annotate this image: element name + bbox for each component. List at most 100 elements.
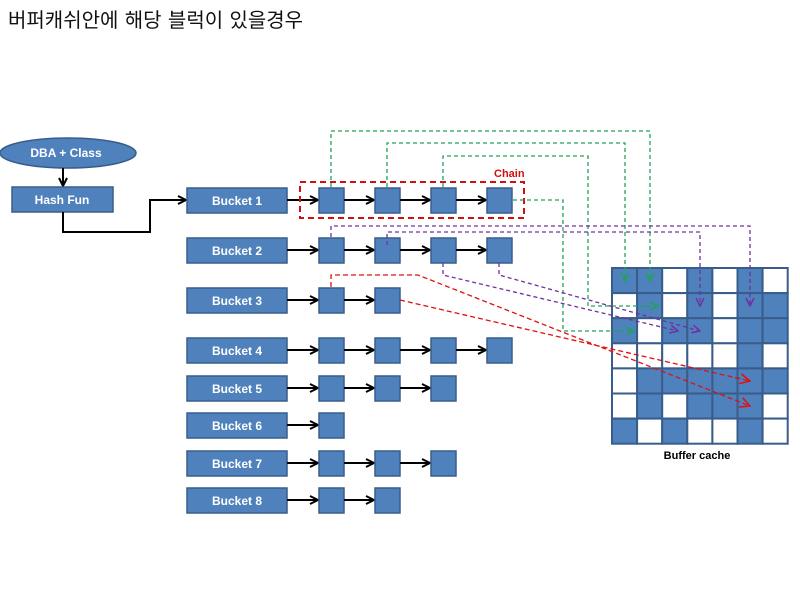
- bucket-label: Bucket 3: [212, 294, 262, 308]
- link-b2-n1: [330, 225, 750, 306]
- block-node: [318, 337, 345, 364]
- block-node: [374, 287, 401, 314]
- bucket-label: Bucket 2: [212, 244, 262, 258]
- buffer-cell-used: [761, 317, 789, 345]
- buffer-cell-used: [636, 267, 664, 295]
- buffer-cell-used: [686, 392, 714, 420]
- bucket-label: Bucket 1: [212, 194, 262, 208]
- block-node: [318, 450, 345, 477]
- bucket-label: Bucket 8: [212, 494, 262, 508]
- page-title: 버퍼캐쉬안에 해당 블럭이 있을경우: [8, 8, 304, 32]
- link-b2-n2: [386, 231, 700, 306]
- bucket-row: Bucket 2: [186, 237, 513, 264]
- bucket-row: Bucket 7: [186, 450, 457, 477]
- buffer-cell-free: [711, 342, 739, 370]
- buffer-cell-free: [661, 267, 689, 295]
- link-b1-n4: [513, 199, 634, 331]
- buffer-cell-free: [611, 392, 639, 420]
- block-node: [486, 237, 513, 264]
- buffer-cell-used: [711, 392, 739, 420]
- buffer-cell-used: [736, 392, 764, 420]
- bucket-label: Bucket 5: [212, 382, 262, 396]
- bucket-row: Bucket 8: [186, 487, 401, 514]
- buffer-cell-free: [636, 317, 664, 345]
- block-node: [430, 237, 457, 264]
- dba-class-label: DBA + Class: [30, 146, 102, 160]
- buffer-cell-used: [761, 367, 789, 395]
- block-node: [318, 287, 345, 314]
- bucket-label: Bucket 7: [212, 457, 262, 471]
- buffer-cell-used: [611, 267, 639, 295]
- block-node: [374, 450, 401, 477]
- block-node: [486, 187, 513, 214]
- bucket-box: [186, 187, 288, 214]
- block-node: [318, 237, 345, 264]
- buffer-cell-used: [636, 392, 664, 420]
- buffer-cell-free: [761, 392, 789, 420]
- buffer-cell-used: [736, 417, 764, 445]
- block-node: [486, 337, 513, 364]
- buffer-cell-used: [761, 292, 789, 320]
- chain-label: Chain: [494, 168, 525, 180]
- bucket-row: Bucket 4: [186, 337, 513, 364]
- buffer-cache-grid: [611, 267, 789, 445]
- hash-fun-node: Hash Fun: [11, 186, 114, 213]
- buffer-cell-used: [736, 317, 764, 345]
- block-node: [374, 487, 401, 514]
- block-node: [318, 487, 345, 514]
- buffer-cell-used: [611, 417, 639, 445]
- bucket-row: Bucket 6: [186, 412, 345, 439]
- buffer-cell-used: [636, 367, 664, 395]
- link-b2-n3: [442, 263, 678, 331]
- block-node: [430, 187, 457, 214]
- buffer-cell-free: [611, 367, 639, 395]
- block-node: [430, 337, 457, 364]
- buffer-cell-free: [661, 392, 689, 420]
- buffer-cell-free: [661, 342, 689, 370]
- buffer-cell-free: [636, 417, 664, 445]
- bucket-box: [186, 412, 288, 439]
- link-b1-n1: [330, 130, 650, 281]
- bucket-row: Bucket 5: [186, 375, 457, 402]
- bucket-box: [186, 375, 288, 402]
- buffer-cell-free: [761, 342, 789, 370]
- buffer-cell-used: [711, 367, 739, 395]
- buffer-cell-used: [661, 417, 689, 445]
- dba-class-node: DBA + Class: [0, 137, 137, 169]
- block-node: [318, 187, 345, 214]
- buffer-cell-used: [661, 367, 689, 395]
- purple-links: [330, 225, 750, 331]
- bucket-label: Bucket 4: [212, 344, 262, 358]
- block-node: [318, 375, 345, 402]
- block-node: [430, 375, 457, 402]
- buffer-cell-free: [711, 292, 739, 320]
- arrow-hash-to-bucket1: [62, 200, 186, 233]
- buffer-cell-free: [711, 417, 739, 445]
- buffer-cache-label: Buffer cache: [664, 450, 731, 462]
- buffer-cell-free: [711, 317, 739, 345]
- block-node: [374, 337, 401, 364]
- link-b1-n2: [386, 142, 625, 281]
- red-links: [330, 274, 750, 406]
- link-b1-n3: [442, 155, 658, 306]
- buffer-cell-free: [636, 342, 664, 370]
- buffer-cell-used: [736, 367, 764, 395]
- buffer-cell-free: [711, 267, 739, 295]
- link-b2-n4: [498, 263, 700, 331]
- buffer-cell-used: [736, 342, 764, 370]
- buffer-cell-free: [761, 267, 789, 295]
- buffer-cell-free: [661, 292, 689, 320]
- green-links: [330, 130, 658, 331]
- hash-fun-label: Hash Fun: [35, 193, 90, 207]
- link-b3-n2: [399, 299, 750, 381]
- bucket-box: [186, 237, 288, 264]
- bucket-label: Bucket 6: [212, 419, 262, 433]
- buffer-cell-free: [686, 417, 714, 445]
- block-node: [374, 375, 401, 402]
- block-node: [374, 187, 401, 214]
- block-node: [318, 412, 345, 439]
- buffer-cell-free: [761, 417, 789, 445]
- bucket-row: Bucket 1: [186, 187, 513, 214]
- bucket-row: Bucket 3: [186, 287, 401, 314]
